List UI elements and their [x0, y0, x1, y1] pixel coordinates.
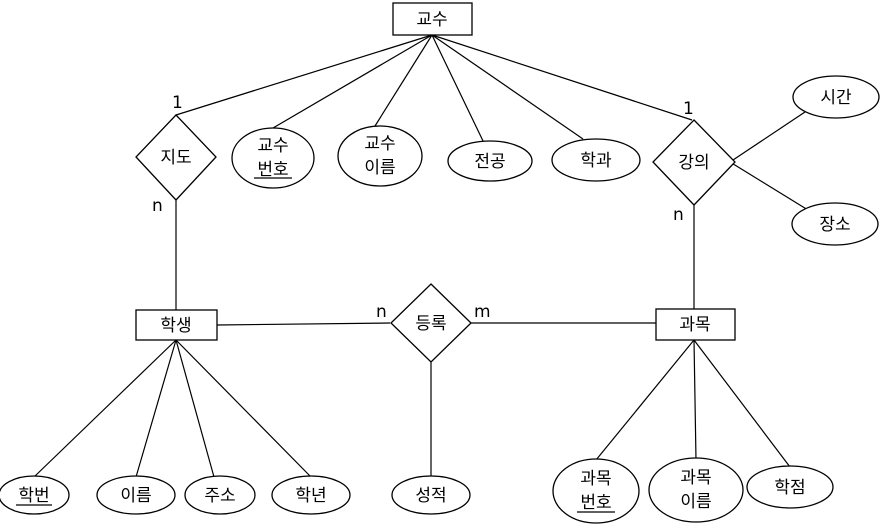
connector-lines: [33, 34, 809, 478]
attribute-professor-name-line2: 이름: [364, 158, 395, 178]
relationship-lecture[interactable]: 강의: [652, 119, 736, 206]
attribute-credit[interactable]: 학점: [746, 465, 834, 509]
attribute-professor-name-line1: 교수: [364, 134, 395, 154]
attribute-time-label: 시간: [820, 88, 852, 108]
attribute-place-label: 장소: [819, 215, 850, 235]
relationship-advise-label: 지도: [160, 148, 191, 168]
attribute-professor-name[interactable]: 교수 이름: [337, 125, 423, 187]
attribute-student-number[interactable]: 학번: [0, 475, 70, 515]
entity-professor[interactable]: 교수: [392, 2, 473, 36]
attribute-credit-label: 학점: [774, 478, 805, 498]
attribute-grade-score-label: 성적: [415, 486, 446, 506]
cardinality-lecture-course: n: [673, 205, 684, 225]
attribute-course-name[interactable]: 과목 이름: [648, 457, 744, 523]
attribute-address[interactable]: 주소: [184, 475, 256, 515]
attribute-address-label: 주소: [204, 486, 235, 506]
entity-student-label: 학생: [160, 316, 191, 336]
attribute-major[interactable]: 전공: [447, 140, 533, 182]
attribute-time[interactable]: 시간: [792, 75, 880, 119]
relationship-enroll-label: 등록: [415, 314, 446, 334]
entity-course[interactable]: 과목: [655, 308, 736, 341]
attribute-grade-score[interactable]: 성적: [391, 475, 471, 515]
cardinality-advise-professor: 1: [172, 93, 183, 113]
cardinality-advise-student: n: [152, 196, 163, 216]
attribute-place[interactable]: 장소: [791, 202, 879, 246]
attribute-professor-number[interactable]: 교수 번호: [231, 127, 315, 189]
attribute-year[interactable]: 학년: [271, 475, 351, 515]
relationship-advise[interactable]: 지도: [135, 114, 217, 201]
attribute-professor-number-line2: 번호: [257, 160, 288, 180]
relationship-lecture-label: 강의: [678, 153, 709, 173]
entity-course-label: 과목: [679, 315, 710, 335]
entity-professor-label: 교수: [416, 10, 447, 30]
attribute-department-label: 학과: [580, 151, 612, 171]
attribute-course-name-line1: 과목: [680, 468, 711, 488]
attribute-department[interactable]: 학과: [551, 138, 641, 182]
attribute-student-name-label: 이름: [120, 486, 151, 506]
attribute-major-label: 전공: [474, 152, 505, 172]
attribute-professor-number-line1: 교수: [257, 136, 288, 156]
relationship-enroll[interactable]: 등록: [390, 283, 472, 363]
attribute-student-name[interactable]: 이름: [96, 475, 176, 515]
attribute-course-number[interactable]: 과목 번호: [552, 458, 640, 524]
cardinality-enroll-student: n: [376, 302, 387, 322]
attribute-course-number-line1: 과목: [580, 469, 611, 489]
attribute-year-label: 학년: [295, 486, 326, 506]
entity-student[interactable]: 학생: [135, 309, 218, 341]
cardinality-enroll-course: m: [474, 302, 491, 322]
attribute-course-name-line2: 이름: [680, 492, 711, 512]
attribute-student-number-label: 학번: [18, 486, 49, 506]
cardinality-lecture-professor: 1: [683, 99, 694, 119]
attribute-course-number-line2: 번호: [580, 493, 611, 513]
